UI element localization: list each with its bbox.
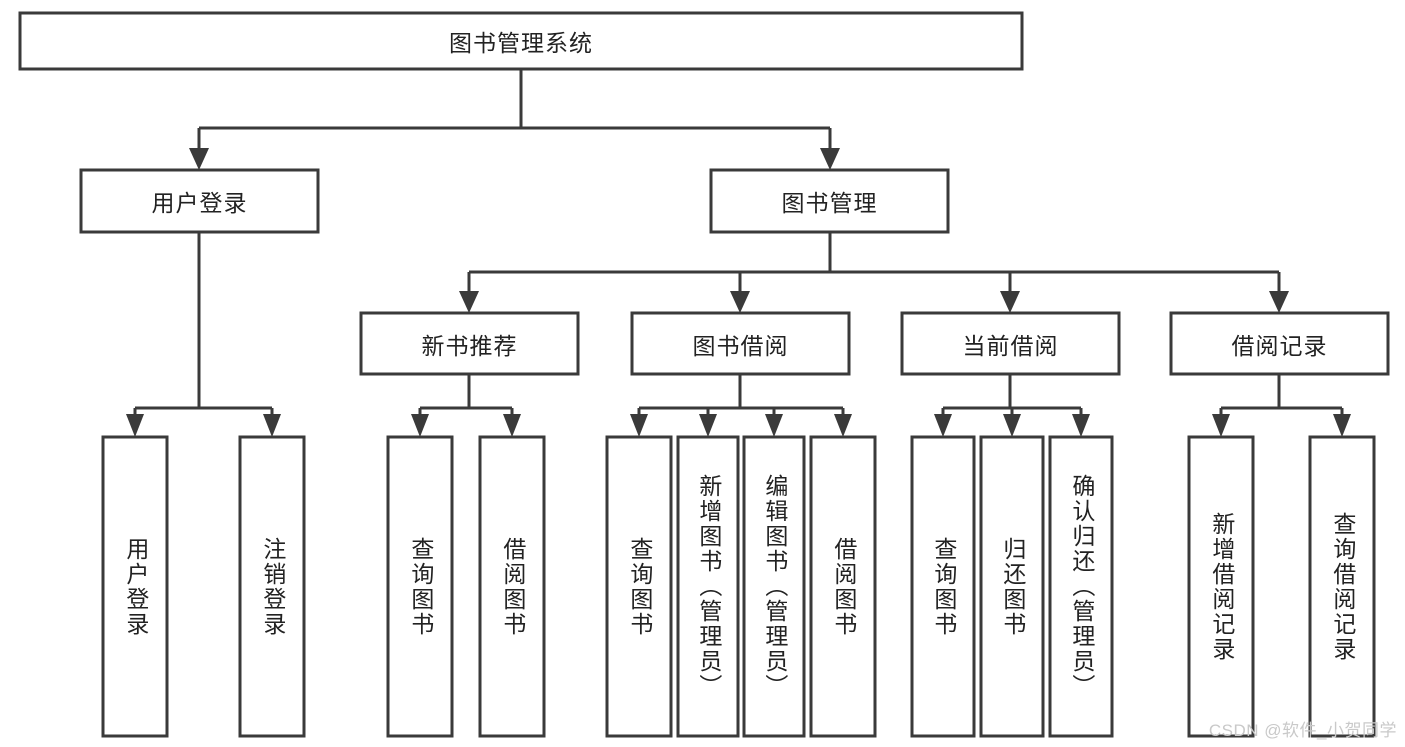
connector-group-borrow [630, 374, 852, 437]
arrow-login-to-l1-icon [126, 414, 144, 437]
node-box-leaf-6[interactable] [742, 435, 806, 738]
node-box-leaf-9[interactable] [979, 435, 1045, 738]
node-box-leaf-11[interactable] [1187, 435, 1255, 738]
arrow-bookmgmt-to-record-icon [1269, 291, 1289, 313]
node-box-level2-2[interactable] [900, 311, 1121, 376]
arrow-record-to-l1-icon [1212, 414, 1230, 437]
node-box-leaf-0[interactable] [101, 435, 169, 738]
arrow-borrow-to-l2-icon [699, 414, 717, 437]
node-box-level1-0[interactable] [79, 168, 320, 234]
arrow-record-to-l2-icon [1333, 414, 1351, 437]
arrow-current-to-l2-icon [1003, 414, 1021, 437]
connector-group-record [1212, 374, 1351, 437]
node-box-leaf-12[interactable] [1308, 435, 1376, 738]
node-box-leaf-7[interactable] [809, 435, 877, 738]
node-box-leaf-1[interactable] [238, 435, 306, 738]
node-box-leaf-10[interactable] [1048, 435, 1114, 738]
arrow-borrow-to-l3-icon [765, 414, 783, 437]
node-box-leaf-5[interactable] [676, 435, 740, 738]
connector-group-login [126, 232, 281, 437]
arrow-bookmgmt-to-newbook-icon [459, 291, 479, 313]
arrow-borrow-to-l4-icon [834, 414, 852, 437]
arrow-newbook-to-l2-icon [503, 414, 521, 437]
node-box-leaf-4[interactable] [605, 435, 673, 738]
node-box-level1-1[interactable] [709, 168, 950, 234]
connector-group-bookmgmt [459, 232, 1289, 313]
node-box-leaf-3[interactable] [478, 435, 546, 738]
arrow-newbook-to-l1-icon [411, 414, 429, 437]
arrow-root-to-login-icon [189, 148, 209, 170]
arrow-current-to-l1-icon [934, 414, 952, 437]
arrow-bookmgmt-to-current-icon [1000, 291, 1020, 313]
connector-group-current [934, 374, 1090, 437]
node-box-leaf-2[interactable] [386, 435, 454, 738]
node-box-leaf-8[interactable] [910, 435, 976, 738]
node-box-level2-1[interactable] [630, 311, 851, 376]
node-box-level2-3[interactable] [1169, 311, 1390, 376]
connector-group-newbook [411, 374, 521, 437]
arrow-borrow-to-l1-icon [630, 414, 648, 437]
node-box-root[interactable] [18, 11, 1024, 71]
arrow-login-to-l2-icon [263, 414, 281, 437]
node-box-level2-0[interactable] [359, 311, 580, 376]
arrow-current-to-l3-icon [1072, 414, 1090, 437]
arrow-bookmgmt-to-borrow-icon [730, 291, 750, 313]
arrow-root-to-bookmgmt-icon [820, 148, 840, 170]
connector-group-root [189, 69, 840, 170]
